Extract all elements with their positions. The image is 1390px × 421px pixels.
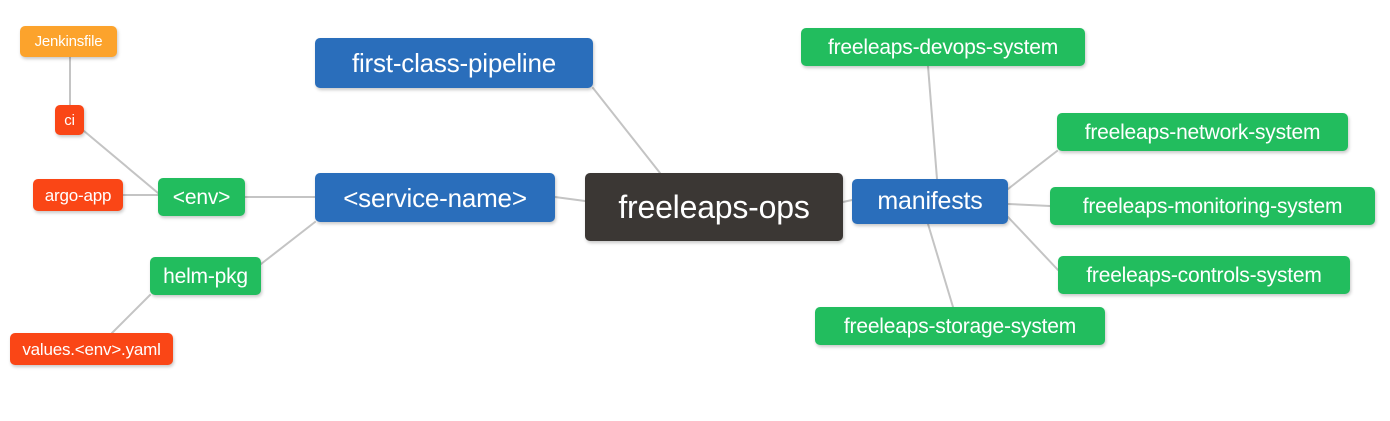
node-manifests[interactable]: manifests [852,179,1008,224]
edge-manifests-to-freeleaps-network-system [1007,150,1058,190]
edge-manifests-to-freeleaps-controls-system [1007,216,1059,271]
node-label-freeleaps-monitoring-system: freeleaps-monitoring-system [1082,194,1343,218]
node-label-helm-pkg: helm-pkg [163,264,248,288]
node-label-freeleaps-devops-system: freeleaps-devops-system [828,35,1058,59]
node-label-jenkinsfile: Jenkinsfile [34,33,103,50]
edge-manifests-to-freeleaps-monitoring-system [1007,203,1051,207]
node-first-class-pipeline[interactable]: first-class-pipeline [315,38,593,88]
node-freeleaps-ops[interactable]: freeleaps-ops [585,173,843,241]
node-label-freeleaps-network-system: freeleaps-network-system [1084,120,1321,144]
edge-first-class-pipeline-to-freeleaps-ops [592,87,661,174]
node-label-ci: ci [64,111,75,129]
node-label-values-env-yaml: values.<env>.yaml [22,339,161,359]
node-jenkinsfile[interactable]: Jenkinsfile [20,26,117,57]
node-env[interactable]: <env> [158,178,245,216]
node-freeleaps-devops-system[interactable]: freeleaps-devops-system [801,28,1085,66]
node-freeleaps-storage-system[interactable]: freeleaps-storage-system [815,307,1105,345]
node-values-env-yaml[interactable]: values.<env>.yaml [10,333,173,365]
edge-service-name-to-freeleaps-ops [554,196,586,202]
node-freeleaps-monitoring-system[interactable]: freeleaps-monitoring-system [1050,187,1375,225]
node-ci[interactable]: ci [55,105,84,135]
node-freeleaps-controls-system[interactable]: freeleaps-controls-system [1058,256,1350,294]
node-service-name[interactable]: <service-name> [315,173,555,222]
node-label-freeleaps-storage-system: freeleaps-storage-system [843,314,1077,338]
node-freeleaps-network-system[interactable]: freeleaps-network-system [1057,113,1348,151]
node-label-freeleaps-controls-system: freeleaps-controls-system [1086,263,1322,287]
node-label-manifests: manifests [877,187,983,215]
node-label-first-class-pipeline: first-class-pipeline [351,48,557,78]
node-argo-app[interactable]: argo-app [33,179,123,211]
edge-service-name-to-helm-pkg [260,221,316,265]
edge-manifests-to-freeleaps-storage-system [927,223,954,308]
edge-helm-pkg-to-values-env-yaml [111,294,151,334]
node-label-env: <env> [172,185,231,209]
node-label-service-name: <service-name> [343,182,527,213]
edge-manifests-to-freeleaps-devops-system [927,65,938,180]
node-helm-pkg[interactable]: helm-pkg [150,257,261,295]
node-label-argo-app: argo-app [44,185,112,205]
node-label-freeleaps-ops: freeleaps-ops [618,189,810,225]
edge-freeleaps-ops-to-manifests [842,199,853,203]
